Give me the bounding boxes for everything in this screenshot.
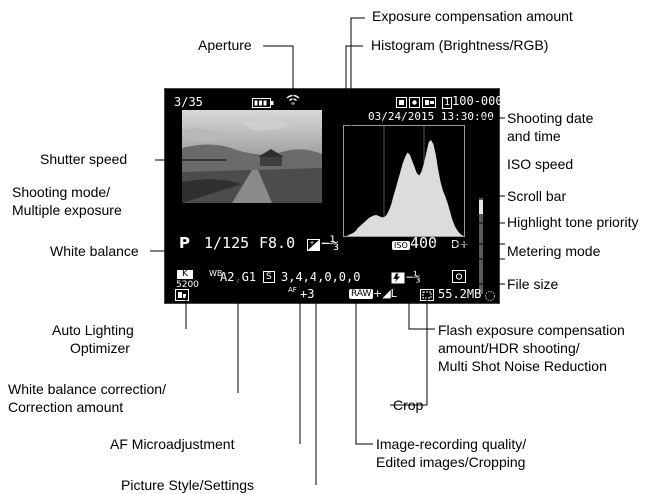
battery-icon bbox=[252, 95, 274, 111]
callout-highlight-tone-priority: Highlight tone priority bbox=[507, 214, 639, 230]
white-balance-icon: K bbox=[177, 270, 193, 279]
shutter-speed-value: 1/125 bbox=[204, 234, 250, 252]
callout-shutter-speed: Shutter speed bbox=[40, 151, 128, 167]
preview-image bbox=[182, 110, 322, 203]
callout-metering-mode: Metering mode bbox=[507, 243, 601, 259]
callout-flash-comp-line3: Multi Shot Noise Reduction bbox=[438, 358, 607, 374]
callout-shooting-mode-line1: Shooting mode/ bbox=[12, 184, 111, 200]
callout-flash-comp-line1: Flash exposure compensation bbox=[438, 322, 625, 338]
aperture-value: F8.0 bbox=[259, 234, 296, 252]
callout-iso-speed: ISO speed bbox=[507, 156, 574, 172]
callout-exposure-compensation-amount: Exposure compensation amount bbox=[372, 8, 573, 24]
wb-correction-icon: WB bbox=[209, 269, 223, 278]
callout-white-balance: White balance bbox=[50, 243, 139, 259]
callout-af-microadjustment: AF Microadjustment bbox=[110, 436, 235, 452]
image-counter: 3/35 bbox=[174, 95, 203, 109]
callout-wb-correction-line1: White balance correction/ bbox=[8, 381, 166, 397]
shooting-mode: P bbox=[179, 234, 190, 252]
callout-picture-style: Picture Style/Settings bbox=[121, 477, 255, 493]
protect-rating-icons bbox=[396, 95, 436, 111]
shooting-date-time: 03/24/2015 13:30:00 bbox=[368, 110, 494, 123]
scroll-bar-thumb[interactable] bbox=[479, 199, 483, 214]
eye-fi-status-icon bbox=[484, 289, 496, 305]
picture-style-icon: S bbox=[263, 271, 275, 283]
callout-shooting-date-line2: and time bbox=[507, 128, 561, 144]
auto-lighting-optimizer-icon bbox=[175, 288, 189, 304]
callout-quality-line2: Edited images/Cropping bbox=[376, 454, 526, 470]
callout-wb-correction-line2: Correction amount bbox=[8, 399, 124, 415]
file-size-value: 55.2MB bbox=[438, 287, 482, 301]
flash-exposure-compensation-value: −⅓ bbox=[406, 270, 421, 284]
histogram-area bbox=[344, 140, 464, 236]
callout-shooting-date-line1: Shooting date bbox=[507, 110, 594, 126]
callout-file-size: File size bbox=[507, 276, 559, 292]
folder-file-number-value: 100-0003 bbox=[452, 94, 510, 108]
callout-shooting-mode-line2: Multiple exposure bbox=[12, 202, 122, 218]
folder-file-number-icon: 1 bbox=[442, 97, 453, 109]
metering-mode-icon bbox=[452, 270, 466, 286]
scroll-bar-track[interactable] bbox=[479, 198, 483, 294]
white-balance-value: 5200 bbox=[176, 280, 199, 290]
picture-style-settings: 3,4,4,0,0,0 bbox=[281, 270, 361, 284]
callout-quality-line1: Image-recording quality/ bbox=[376, 436, 527, 452]
exposure-compensation-icon: + bbox=[307, 238, 320, 254]
callout-histogram: Histogram (Brightness/RGB) bbox=[371, 37, 549, 53]
af-microadjustment-icon: AF bbox=[288, 286, 297, 294]
callout-flash-comp-line2: amount/HDR shooting/ bbox=[438, 340, 580, 356]
svg-text:+: + bbox=[310, 240, 315, 247]
iso-icon: ISO bbox=[392, 241, 410, 250]
callout-aperture: Aperture bbox=[198, 37, 252, 53]
raw-quality-icon: RAW bbox=[349, 289, 374, 299]
callout-scroll-bar: Scroll bar bbox=[507, 188, 567, 204]
iso-value: 400 bbox=[410, 234, 438, 252]
histogram-plot bbox=[344, 126, 464, 236]
flash-exposure-compensation-icon bbox=[391, 271, 405, 287]
callout-auto-lighting-line1: Auto Lighting bbox=[52, 322, 134, 338]
exposure-compensation-value: −⅓ bbox=[321, 234, 340, 252]
af-microadjustment-value: +3 bbox=[300, 287, 315, 301]
callout-crop: Crop bbox=[393, 397, 424, 413]
callout-auto-lighting-line2: Optimizer bbox=[70, 340, 130, 356]
histogram bbox=[343, 125, 465, 237]
jpeg-quality-indicator: +◢L bbox=[373, 287, 397, 300]
